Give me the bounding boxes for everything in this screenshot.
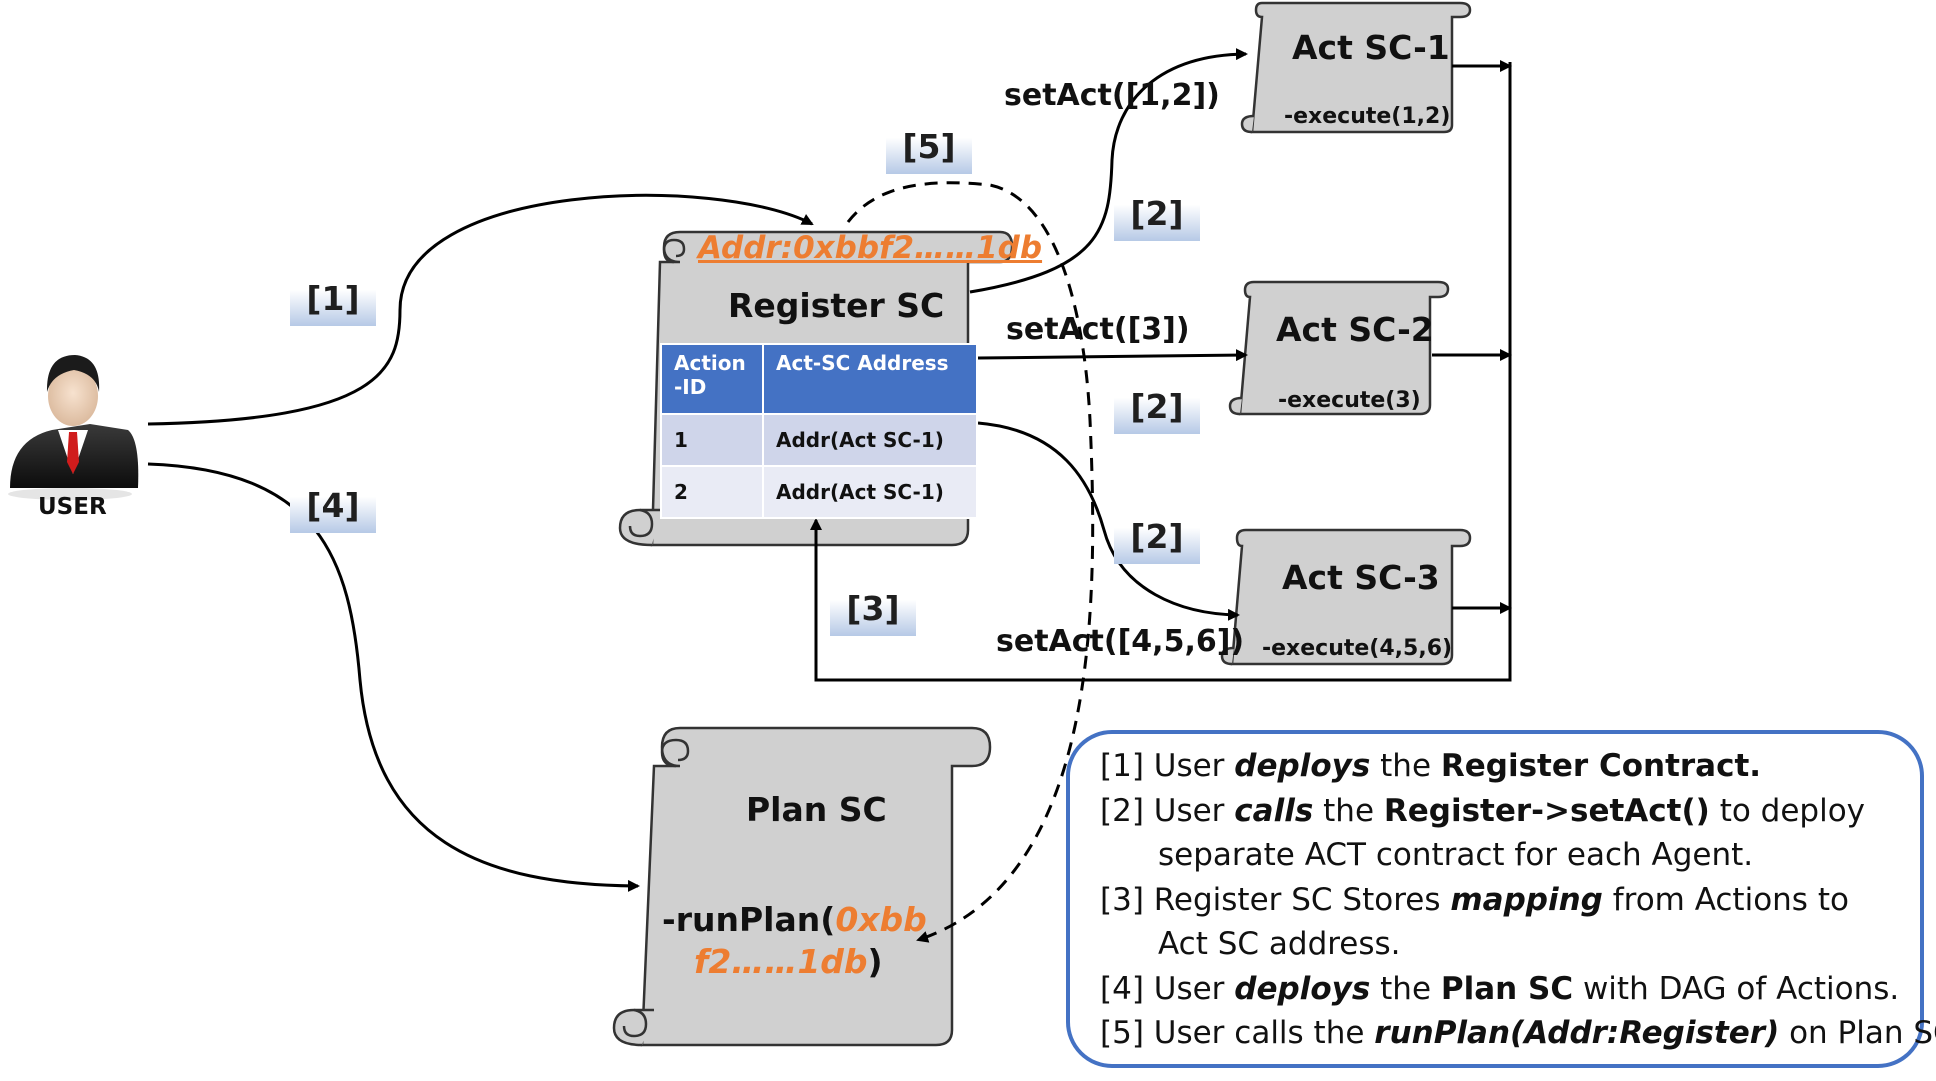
arrow-user-to-register — [147, 193, 814, 426]
act-sc-2-title: Act SC-2 — [1276, 310, 1434, 349]
act-sc-3-method: -execute(4,5,6) — [1262, 636, 1453, 661]
act-sc-1-method: -execute(1,2) — [1284, 104, 1451, 129]
legend-line-3: [3] Register SC Stores mapping from Acti… — [1100, 882, 1849, 918]
call-label-setact-4-5-6: setAct([4,5,6]) — [996, 624, 1245, 659]
legend-line-4: [4] User deploys the Plan SC with DAG of… — [1100, 971, 1900, 1007]
act-sc-3-title: Act SC-3 — [1282, 558, 1440, 597]
step-5-badge: [5] — [886, 118, 972, 174]
user-icon — [8, 355, 139, 500]
step-4-badge: [4] — [290, 477, 376, 533]
table-cell-action-id: 1 — [660, 413, 764, 467]
table-row: 2 Addr(Act SC-1) — [660, 465, 978, 519]
act-sc-1-title: Act SC-1 — [1292, 28, 1450, 67]
step-2-badge-act1: [2] — [1114, 185, 1200, 241]
return-bus — [810, 62, 1512, 682]
register-address: Addr:0xbbf2……1db — [698, 230, 1043, 266]
table-header-action-id: Action-ID — [660, 343, 764, 415]
legend-line-3-cont: Act SC address. — [1158, 926, 1401, 962]
legend-line-2-cont: separate ACT contract for each Agent. — [1158, 837, 1754, 873]
table-header-act-sc-address: Act-SC Address — [762, 343, 978, 415]
table-cell-address: Addr(Act SC-1) — [762, 465, 978, 519]
act-sc-2-method: -execute(3) — [1278, 388, 1421, 413]
table-header-row: Action-ID Act-SC Address — [660, 343, 978, 415]
plan-sc-method: -runPlan(0xbb — [662, 900, 927, 939]
step-2-badge-act2: [2] — [1114, 378, 1200, 434]
plan-sc-title: Plan SC — [746, 790, 887, 829]
arrow-user-to-plan — [147, 462, 640, 892]
plan-sc-scroll — [612, 726, 992, 1047]
plan-sc-method-cont: f2……1db) — [694, 942, 883, 981]
act-sc-3-scroll — [1220, 528, 1472, 666]
step-3-badge: [3] — [830, 580, 916, 636]
legend-line-2: [2] User calls the Register->setAct() to… — [1100, 793, 1866, 829]
table-cell-address: Addr(Act SC-1) — [762, 413, 978, 467]
arrow-register-to-act1 — [969, 48, 1248, 294]
table-row: 1 Addr(Act SC-1) — [660, 413, 978, 467]
act-sc-1-scroll — [1240, 1, 1472, 134]
dashed-run-plan — [846, 181, 1095, 943]
arrow-register-to-act3 — [977, 421, 1240, 621]
legend-line-5: [5] User calls the runPlan(Addr:Register… — [1100, 1015, 1936, 1051]
register-mapping-table: Action-ID Act-SC Address 1 Addr(Act SC-1… — [660, 343, 978, 519]
register-sc-title: Register SC — [728, 286, 945, 325]
legend-box: [1] User deploys the Register Contract. … — [1066, 730, 1936, 1068]
user-label: USER — [38, 494, 107, 520]
call-label-setact-1-2: setAct([1,2]) — [1004, 78, 1220, 113]
step-2-badge-act3: [2] — [1114, 508, 1200, 564]
call-label-setact-3: setAct([3]) — [1006, 312, 1190, 347]
connectors — [147, 48, 1512, 943]
act-sc-2-scroll — [1228, 280, 1450, 416]
legend-line-1: [1] User deploys the Register Contract. — [1100, 748, 1762, 784]
arrow-register-to-act2 — [977, 349, 1248, 362]
table-cell-action-id: 2 — [660, 465, 764, 519]
step-1-badge: [1] — [290, 270, 376, 326]
